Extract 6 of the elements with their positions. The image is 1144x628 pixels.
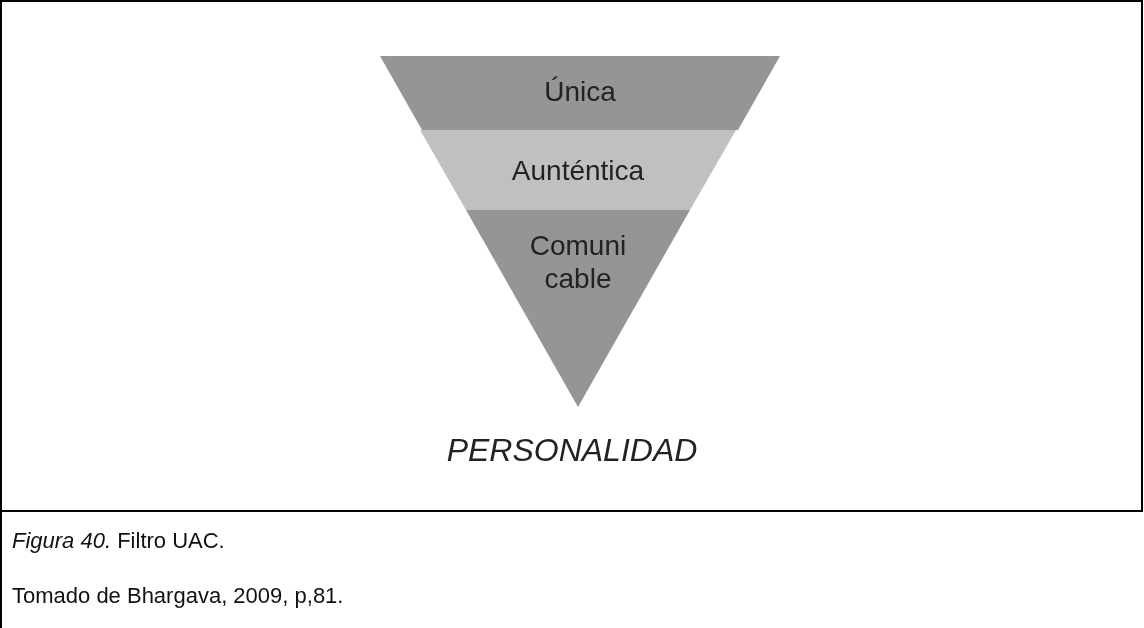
figure-caption: Figura 40. Filtro UAC.: [12, 528, 225, 554]
band-label: Aunténtica: [510, 154, 646, 187]
funnel-title: PERSONALIDAD: [445, 432, 699, 469]
band-label: Comuni cable: [528, 229, 628, 295]
band-label: Única: [543, 75, 617, 108]
source-note: Tomado de Bhargava, 2009, p,81.: [12, 583, 344, 609]
